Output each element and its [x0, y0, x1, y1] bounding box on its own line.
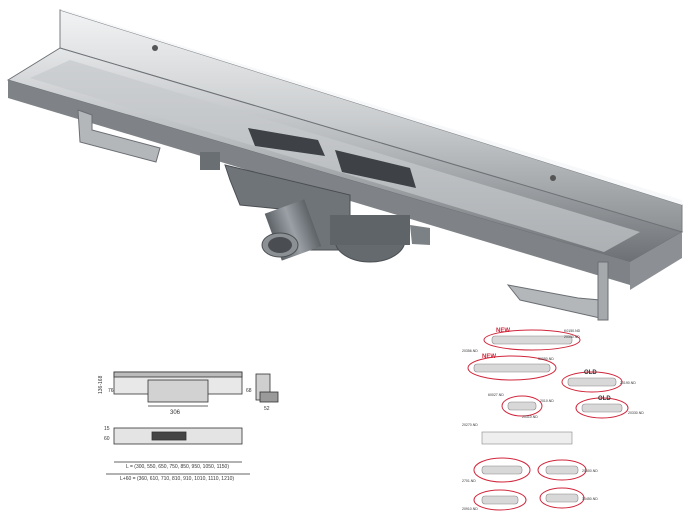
- technical-dimension-drawing: 136-168 76 68 52 15 60 306 L = (300, 550…: [98, 371, 279, 482]
- part-code: 2701.ND: [462, 479, 476, 483]
- dim-68: 68: [246, 388, 252, 394]
- part-code: 20330.ND: [564, 335, 580, 339]
- part-code: 20356.ND: [462, 349, 478, 353]
- bracket-left: [77, 109, 161, 163]
- part-code: K0150.ND: [564, 329, 581, 333]
- product-photo-shower-drain: [6, 9, 684, 321]
- part-code: 2010.ND: [540, 399, 554, 403]
- dim-52: 52: [264, 406, 270, 412]
- part-code: 20910.ND: [462, 507, 478, 511]
- old-label-1: OLD: [584, 370, 597, 376]
- dim-76: 76: [108, 388, 114, 394]
- dim-L: L = (300, 550, 650, 750, 850, 950, 1050,…: [126, 464, 229, 470]
- spare-parts-diagram: NEW NEW OLD OLD K0150.ND 20330.ND 20356.…: [462, 328, 644, 511]
- bracket-right: [506, 284, 601, 319]
- outlet-slot-left: [248, 128, 325, 156]
- part-code: 20330.ND: [628, 411, 644, 415]
- dim-136-168: 136-168: [98, 375, 104, 394]
- part-code: 20270.ND: [462, 423, 478, 427]
- part-code: 20310.ND: [522, 415, 538, 419]
- part-code: 60027.ND: [488, 393, 504, 397]
- part-code: 20500.ND: [582, 469, 598, 473]
- dim-306: 306: [170, 410, 181, 416]
- part-code: 20190.ND: [620, 381, 636, 385]
- dim-15: 15: [104, 426, 110, 432]
- part-code: 30050.ND: [538, 357, 554, 361]
- old-label-2: OLD: [598, 396, 611, 402]
- dim-L60: L+60 = (360, 610, 710, 810, 910, 1010, 1…: [120, 476, 234, 482]
- outlet-slot-right: [335, 150, 416, 188]
- part-code: 30450.ND: [582, 497, 598, 501]
- dim-60: 60: [104, 436, 110, 442]
- new-label-2: NEW: [482, 354, 496, 360]
- new-label-1: NEW: [496, 328, 510, 334]
